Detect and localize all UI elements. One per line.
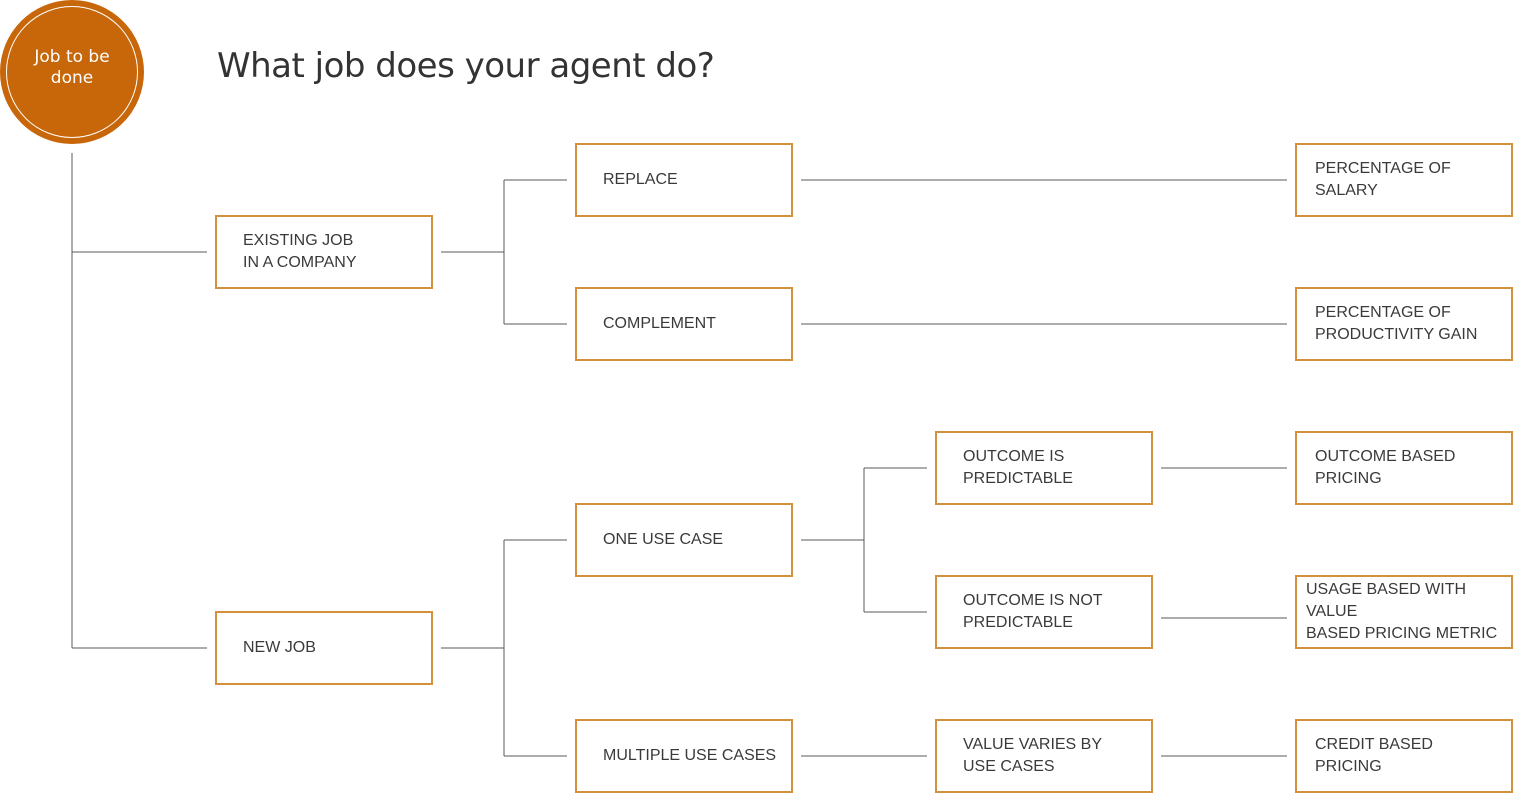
node-value-varies: VALUE VARIES BY USE CASES	[935, 719, 1153, 793]
badge-label: Job to be done	[34, 47, 110, 88]
node-replace-label: REPLACE	[603, 171, 678, 188]
node-outcome-based-pricing: OUTCOME BASED PRICING	[1295, 431, 1513, 505]
node-new-job-label: NEW JOB	[243, 639, 316, 656]
node-usage-based-pricing-label: USAGE BASED WITH VALUE BASED PRICING MET…	[1306, 581, 1498, 642]
node-outcome-predictable: OUTCOME IS PREDICTABLE	[935, 431, 1153, 505]
node-percentage-productivity-gain: PERCENTAGE OF PRODUCTIVITY GAIN	[1295, 287, 1513, 361]
node-value-varies-label: VALUE VARIES BY USE CASES	[963, 736, 1103, 775]
node-percentage-productivity-gain-label: PERCENTAGE OF PRODUCTIVITY GAIN	[1315, 304, 1478, 343]
node-usage-based-pricing: USAGE BASED WITH VALUE BASED PRICING MET…	[1295, 575, 1513, 649]
node-existing-job-label: EXISTING JOB IN A COMPANY	[243, 232, 357, 271]
node-credit-based-pricing: CREDIT BASED PRICING	[1295, 719, 1513, 793]
node-one-use-case: ONE USE CASE	[575, 503, 793, 577]
node-percentage-of-salary: PERCENTAGE OF SALARY	[1295, 143, 1513, 217]
node-replace: REPLACE	[575, 143, 793, 217]
node-complement-label: COMPLEMENT	[603, 315, 716, 332]
job-to-be-done-badge: Job to be done	[0, 0, 144, 144]
node-complement: COMPLEMENT	[575, 287, 793, 361]
node-outcome-predictable-label: OUTCOME IS PREDICTABLE	[963, 448, 1073, 487]
node-outcome-not-predictable: OUTCOME IS NOT PREDICTABLE	[935, 575, 1153, 649]
node-outcome-based-pricing-label: OUTCOME BASED PRICING	[1315, 448, 1456, 487]
page-title: What job does your agent do?	[217, 46, 715, 86]
node-one-use-case-label: ONE USE CASE	[603, 531, 724, 548]
node-existing-job: EXISTING JOB IN A COMPANY	[215, 215, 433, 289]
node-percentage-of-salary-label: PERCENTAGE OF SALARY	[1315, 160, 1451, 199]
node-outcome-not-predictable-label: OUTCOME IS NOT PREDICTABLE	[963, 592, 1103, 631]
node-multiple-use-cases: MULTIPLE USE CASES	[575, 719, 793, 793]
node-new-job: NEW JOB	[215, 611, 433, 685]
badge-ring: Job to be done	[6, 6, 138, 138]
node-multiple-use-cases-label: MULTIPLE USE CASES	[603, 747, 777, 764]
node-credit-based-pricing-label: CREDIT BASED PRICING	[1315, 736, 1433, 775]
